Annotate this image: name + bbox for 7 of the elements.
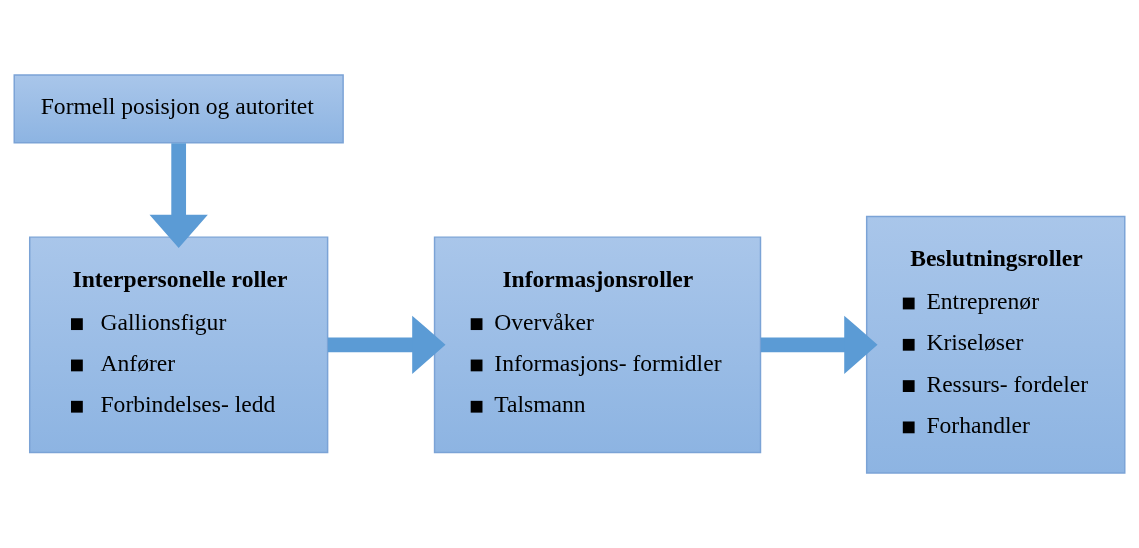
node-box: Interpersonelle roller Gallionsfigur Anfører Forbindelses- ledd bbox=[29, 236, 329, 454]
node-box: Beslutningsroller Entreprenør Kriseløser Ressurs- fordeler Forhandler bbox=[865, 215, 1126, 474]
arrow bbox=[760, 315, 878, 374]
node-box: Formell posisjon og autoritet bbox=[13, 74, 344, 144]
arrow bbox=[327, 315, 446, 374]
node-box: Informasjonsroller Overvåker Informasjons- formidler Talsmann bbox=[433, 236, 762, 454]
arrow bbox=[149, 143, 208, 249]
